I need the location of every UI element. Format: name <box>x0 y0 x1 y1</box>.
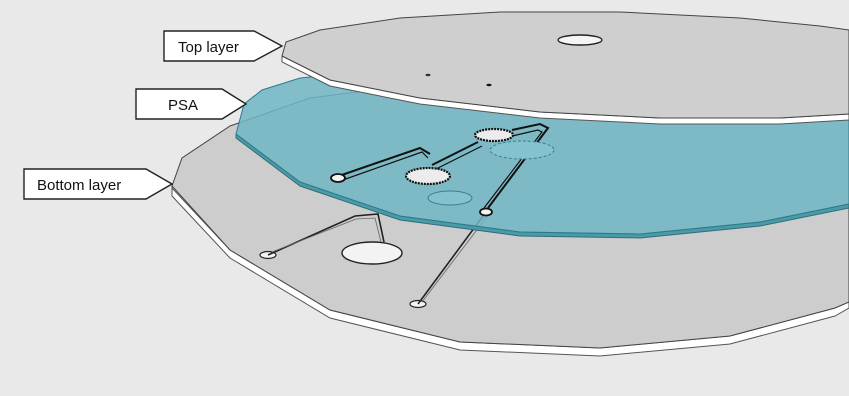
callout-psa: PSA <box>136 89 246 119</box>
psa-cutout-right <box>490 141 554 159</box>
top-layer-hole <box>558 35 602 45</box>
top-layer-small-hole-2 <box>487 84 492 86</box>
callout-bottom-layer: Bottom layer <box>24 169 172 199</box>
callout-psa-text: PSA <box>168 97 198 114</box>
psa-left-port <box>331 174 345 182</box>
top-layer-small-hole-1 <box>426 74 431 76</box>
callout-top-layer-text: Top layer <box>178 39 239 56</box>
callout-top-layer: Top layer <box>164 31 282 61</box>
callout-bottom-layer-text: Bottom layer <box>37 177 121 194</box>
psa-chamber-upper <box>475 129 513 141</box>
psa-cutout-lower <box>428 191 472 205</box>
psa-right-port <box>480 209 492 216</box>
bottom-large-hole <box>342 242 402 264</box>
psa-chamber-middle <box>406 168 450 184</box>
